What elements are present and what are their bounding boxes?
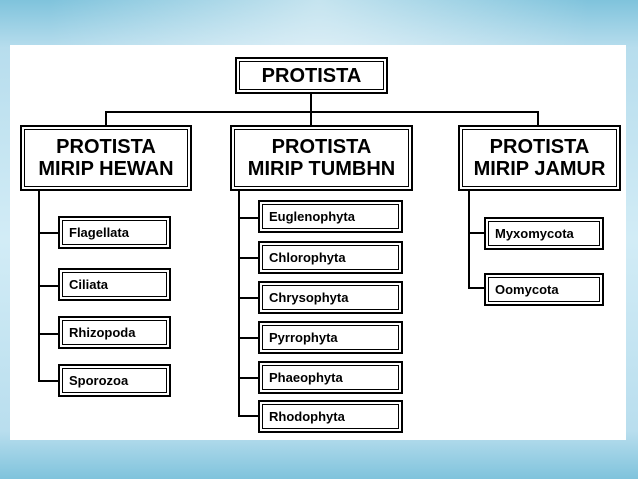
connector [38,380,58,382]
leaf-label: Pyrrophyta [269,330,338,345]
group-title-line2: MIRIP TUMBHN [247,158,396,180]
leaf-node: Sporozoa [58,364,171,397]
connector [38,232,58,234]
leaf-label: Flagellata [69,225,129,240]
connector [238,217,258,219]
leaf-label: Euglenophyta [269,209,355,224]
leaf-node: Rhizopoda [58,316,171,349]
leaf-node: Chrysophyta [258,281,403,314]
leaf-node: Chlorophyta [258,241,403,274]
leaf-label: Ciliata [69,277,109,292]
connector [238,415,258,417]
connector [468,232,484,234]
connector [38,333,58,335]
leaf-node: Phaeophyta [258,361,403,394]
group-title-line1: PROTISTA [489,136,590,158]
connector [238,297,258,299]
connector [105,111,107,125]
leaf-label: Oomycota [495,282,559,297]
group-title-line1: PROTISTA [56,136,156,158]
leaf-label: Chrysophyta [269,290,349,305]
connector [38,285,58,287]
leaf-node: Flagellata [58,216,171,249]
connector [105,111,539,113]
connector [310,94,312,112]
leaf-node: Rhodophyta [258,400,403,433]
connector [238,257,258,259]
group-node-mirip-hewan: PROTISTA MIRIP HEWAN [20,125,192,191]
leaf-node: Myxomycota [484,217,604,250]
leaf-label: Chlorophyta [269,250,346,265]
connector [238,377,258,379]
group-node-mirip-tumbuhan: PROTISTA MIRIP TUMBHN [230,125,413,191]
leaf-label: Rhizopoda [69,325,136,340]
leaf-label: Rhodophyta [269,409,345,424]
leaf-label: Phaeophyta [269,370,343,385]
connector [537,111,539,125]
leaf-node: Pyrrophyta [258,321,403,354]
connector [468,191,470,289]
leaf-node: Oomycota [484,273,604,306]
leaf-label: Myxomycota [495,226,574,241]
group-title-line2: MIRIP HEWAN [38,158,174,180]
leaf-node: Ciliata [58,268,171,301]
root-label: PROTISTA [261,64,362,87]
leaf-node: Euglenophyta [258,200,403,233]
connector [238,191,240,417]
group-title-line2: MIRIP JAMUR [473,158,606,180]
group-node-mirip-jamur: PROTISTA MIRIP JAMUR [458,125,621,191]
connector [468,287,484,289]
connector [310,111,312,125]
diagram-panel: PROTISTA PROTISTA MIRIP HEWAN Flagellata… [10,45,626,440]
connector [238,337,258,339]
leaf-label: Sporozoa [69,373,129,388]
root-node: PROTISTA [235,57,388,94]
group-title-line1: PROTISTA [271,136,372,158]
